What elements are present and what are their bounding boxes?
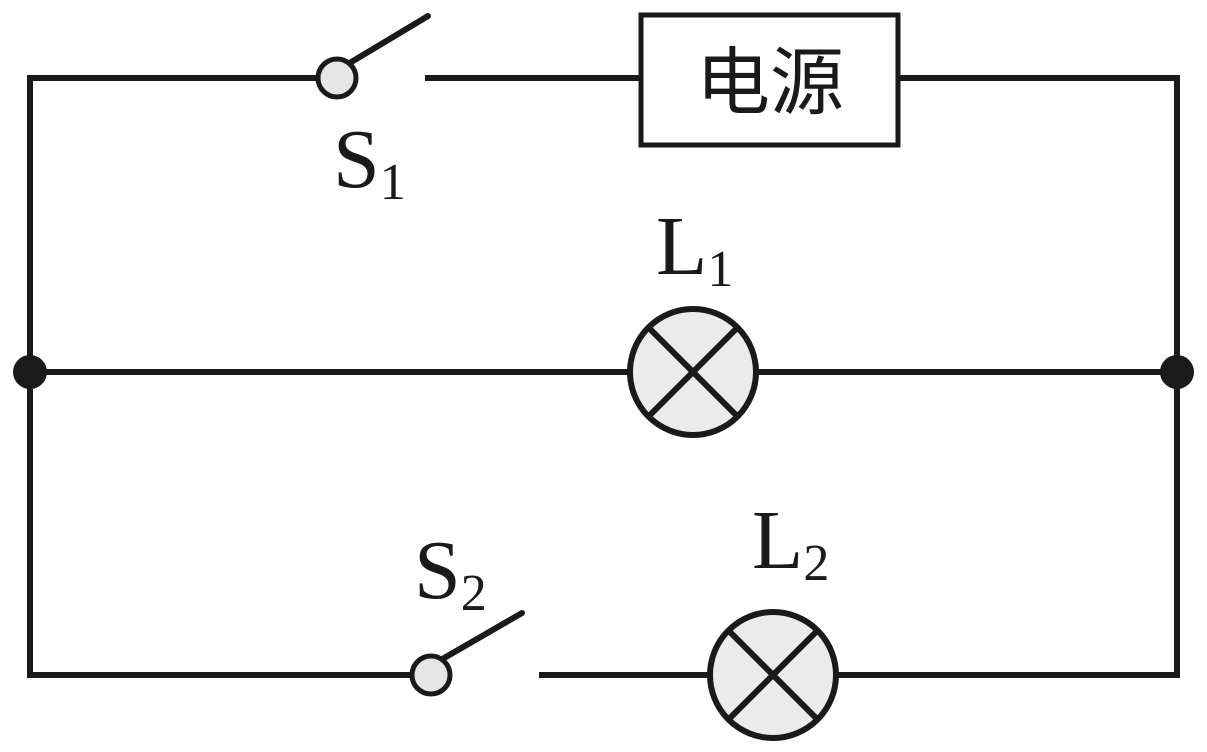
switch-s2: S2 [409, 524, 525, 697]
power-source-box [638, 12, 901, 148]
switch-s1-label: S1 [333, 113, 406, 211]
lamp-l2-label: L2 [752, 494, 829, 592]
power-source: 电源 [638, 12, 901, 148]
switch-s1-pivot [315, 56, 359, 100]
right-junction-dot [1160, 355, 1194, 389]
power-source-label: 电源 [696, 40, 844, 126]
lamp-l2-cross-b [725, 627, 821, 723]
lamp-l2: L2 [707, 494, 839, 741]
switch-s2-lever [429, 610, 525, 668]
switch-s1: S1 [315, 13, 431, 211]
switch-s2-label: S2 [414, 524, 487, 622]
lamp-l1-label: L1 [656, 200, 733, 298]
switch-s1-lever [335, 13, 431, 73]
lamp-l1-cross-b [645, 324, 741, 420]
switch-s2-pivot [409, 653, 453, 697]
lamp-l1: L1 [627, 200, 759, 438]
wires [27, 75, 1180, 678]
left-junction-dot [13, 355, 47, 389]
